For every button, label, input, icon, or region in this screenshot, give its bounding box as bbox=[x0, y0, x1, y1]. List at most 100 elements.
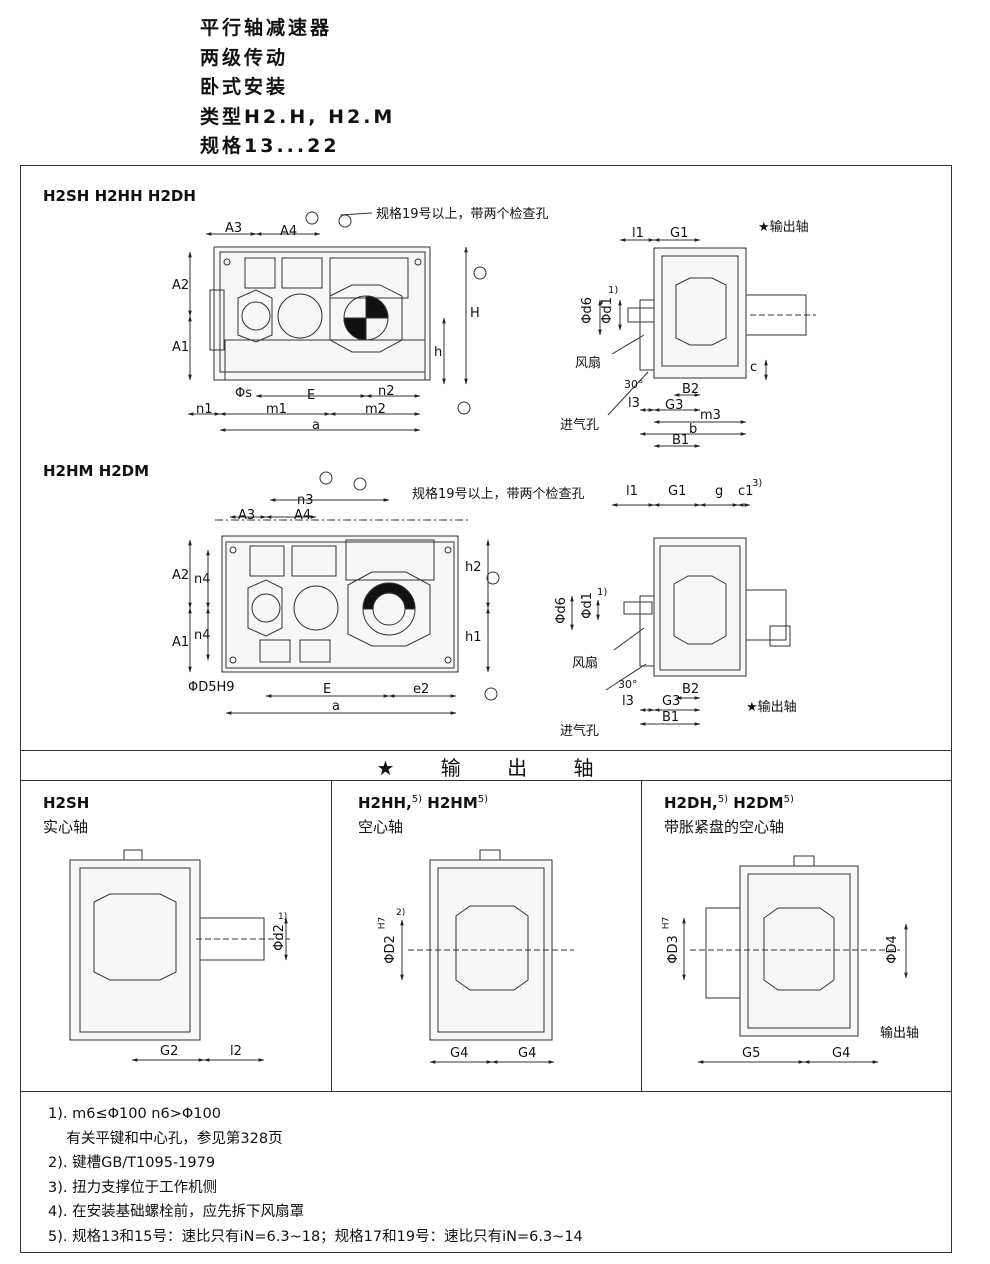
output-shaft-header: ★ 输 出 轴 bbox=[0, 752, 990, 781]
panel1-code: H2SH bbox=[43, 794, 90, 812]
header-line-3: 卧式安装 bbox=[200, 76, 289, 98]
panel2-drawing bbox=[400, 849, 574, 1064]
s1-dim-b: b bbox=[689, 422, 698, 437]
p1-sup1: 1) bbox=[278, 912, 288, 922]
s2-dim-d6: Φd6 bbox=[553, 597, 569, 624]
p3-dim-G5: G5 bbox=[742, 1046, 761, 1061]
header-line-1: 平行轴减速器 bbox=[200, 17, 333, 39]
section2-front-view bbox=[188, 471, 500, 715]
section1-side-view bbox=[598, 238, 816, 448]
s2-dim-g: g bbox=[715, 484, 724, 499]
s2-output-shaft-label: ★输出轴 bbox=[746, 700, 797, 715]
s2-fan-label: 风扇 bbox=[572, 656, 599, 671]
s1-dim-m2: m2 bbox=[365, 402, 386, 417]
panel2-name: 空心轴 bbox=[358, 818, 404, 836]
p2-sup2: 2) bbox=[396, 908, 406, 918]
drawing-frame bbox=[20, 165, 952, 1253]
p2-dim-H7: H7 bbox=[377, 916, 388, 930]
divider-notes bbox=[20, 1091, 952, 1092]
panel1-drawing bbox=[69, 849, 290, 1062]
s2-dim-l3: l3 bbox=[622, 694, 634, 709]
s1-dim-G1: G1 bbox=[670, 226, 689, 241]
p1-dim-d2: Φd2 bbox=[271, 924, 287, 951]
s2-dim-n3: n3 bbox=[297, 493, 314, 508]
s2-angle: 30° bbox=[618, 678, 638, 691]
s2-dim-B2: B2 bbox=[682, 682, 700, 697]
s2-dim-G3: G3 bbox=[662, 694, 681, 709]
footnote-3: 3). 扭力支撑位于工作机侧 bbox=[48, 1179, 218, 1196]
section2-title: H2HM H2DM bbox=[43, 462, 150, 480]
footnote-1: 1). m6≤Φ100 n6>Φ100 bbox=[48, 1106, 221, 1122]
s1-dim-n1: n1 bbox=[196, 402, 213, 417]
s1-dim-l3: l3 bbox=[628, 396, 640, 411]
divider-top-output bbox=[20, 750, 952, 751]
s2-dim-A3: A3 bbox=[238, 508, 256, 523]
s1-dim-n2: n2 bbox=[378, 384, 395, 399]
s2-dim-e2: e2 bbox=[413, 682, 430, 697]
page-header: 平行轴减速器 两级传动 卧式安装 类型H2.H, H2.M 规格13...22 bbox=[200, 14, 395, 162]
p3-dim-D3: ΦD3 bbox=[665, 935, 681, 964]
star-icon: ★ bbox=[376, 756, 415, 780]
footnote-5: 5). 规格13和15号：速比只有iN=6.3~18；规格17和19号：速比只有… bbox=[48, 1228, 583, 1245]
s1-dim-s: Φs bbox=[235, 386, 253, 401]
s2-dim-a: a bbox=[332, 699, 340, 714]
s1-dim-m3: m3 bbox=[700, 408, 721, 423]
s1-dim-l1: l1 bbox=[632, 226, 644, 241]
divider-panel-1 bbox=[331, 780, 332, 1091]
header-line-5: 规格13...22 bbox=[200, 135, 340, 157]
footnote-2: 2). 键槽GB/T1095-1979 bbox=[48, 1155, 216, 1172]
section2-side-view bbox=[570, 503, 791, 726]
footnote-1b: 有关平键和中心孔，参见第328页 bbox=[48, 1130, 283, 1147]
panel3-drawing bbox=[682, 855, 908, 1064]
p2-dim-D2: ΦD2 bbox=[382, 935, 398, 964]
divider-panel-2 bbox=[641, 780, 642, 1091]
s1-dim-d1: Φd1 bbox=[599, 297, 615, 324]
s1-output-shaft-label: ★输出轴 bbox=[758, 220, 809, 235]
s1-dim-B1: B1 bbox=[672, 433, 690, 448]
p1-dim-G2: G2 bbox=[160, 1044, 179, 1059]
header-line-4: 类型H2.H, H2.M bbox=[200, 105, 396, 128]
p3-dim-G4: G4 bbox=[832, 1046, 851, 1061]
s1-dim-A4: A4 bbox=[280, 224, 298, 239]
s2-dim-D5: ΦD5H9 bbox=[188, 680, 235, 695]
section1-front-view bbox=[187, 211, 487, 432]
panel2-code: H2HH,5) H2HM5) bbox=[358, 794, 489, 812]
s2-dim-l1: l1 bbox=[626, 484, 638, 499]
s2-dim-A2: A2 bbox=[172, 568, 190, 583]
s2-dim-G1: G1 bbox=[668, 484, 687, 499]
s2-dim-B1: B1 bbox=[662, 710, 680, 725]
s1-dim-m1: m1 bbox=[266, 402, 287, 417]
s2-dim-n4b: n4 bbox=[194, 628, 211, 643]
p2-dim-G4b: G4 bbox=[518, 1046, 537, 1061]
s1-dim-A1: A1 bbox=[172, 340, 190, 355]
section1-title: H2SH H2HH H2DH bbox=[43, 187, 196, 205]
s1-dim-c: c bbox=[750, 360, 758, 375]
panel1-name: 实心轴 bbox=[43, 818, 89, 836]
footnotes: 1). m6≤Φ100 n6>Φ100 有关平键和中心孔，参见第328页 2).… bbox=[48, 1102, 583, 1250]
p1-dim-l2: l2 bbox=[230, 1044, 242, 1059]
s2-dim-h2: h2 bbox=[465, 560, 482, 575]
s1-note-inspection: 规格19号以上，带两个检查孔 bbox=[376, 207, 549, 222]
s1-fan-label: 风扇 bbox=[575, 356, 602, 371]
footnote-4: 4). 在安装基础螺栓前，应先拆下风扇罩 bbox=[48, 1204, 305, 1221]
panel3-code: H2DH,5) H2DM5) bbox=[664, 794, 794, 812]
s2-dim-n4a: n4 bbox=[194, 572, 211, 587]
panel3-name: 带胀紧盘的空心轴 bbox=[664, 818, 785, 836]
s1-sup1: 1) bbox=[608, 285, 619, 296]
output-shaft-title: 输 出 轴 bbox=[440, 756, 614, 780]
p3-dim-D4: ΦD4 bbox=[884, 935, 900, 964]
s1-dim-A3: A3 bbox=[225, 221, 243, 236]
s2-sup3: 3) bbox=[752, 478, 763, 489]
s2-sup1: 1) bbox=[597, 587, 608, 598]
s1-angle: 30° bbox=[624, 378, 644, 391]
s1-dim-B2: B2 bbox=[682, 382, 700, 397]
s2-dim-A4: A4 bbox=[294, 508, 312, 523]
s1-dim-H: H bbox=[470, 306, 480, 321]
s1-dim-a: a bbox=[312, 418, 320, 433]
s2-dim-E: E bbox=[323, 682, 332, 697]
s1-dim-A2: A2 bbox=[172, 278, 190, 293]
s2-note-inspection: 规格19号以上，带两个检查孔 bbox=[412, 487, 585, 502]
s2-dim-c1: c1 bbox=[738, 484, 754, 499]
s1-air-inlet-label: 进气孔 bbox=[560, 418, 600, 433]
